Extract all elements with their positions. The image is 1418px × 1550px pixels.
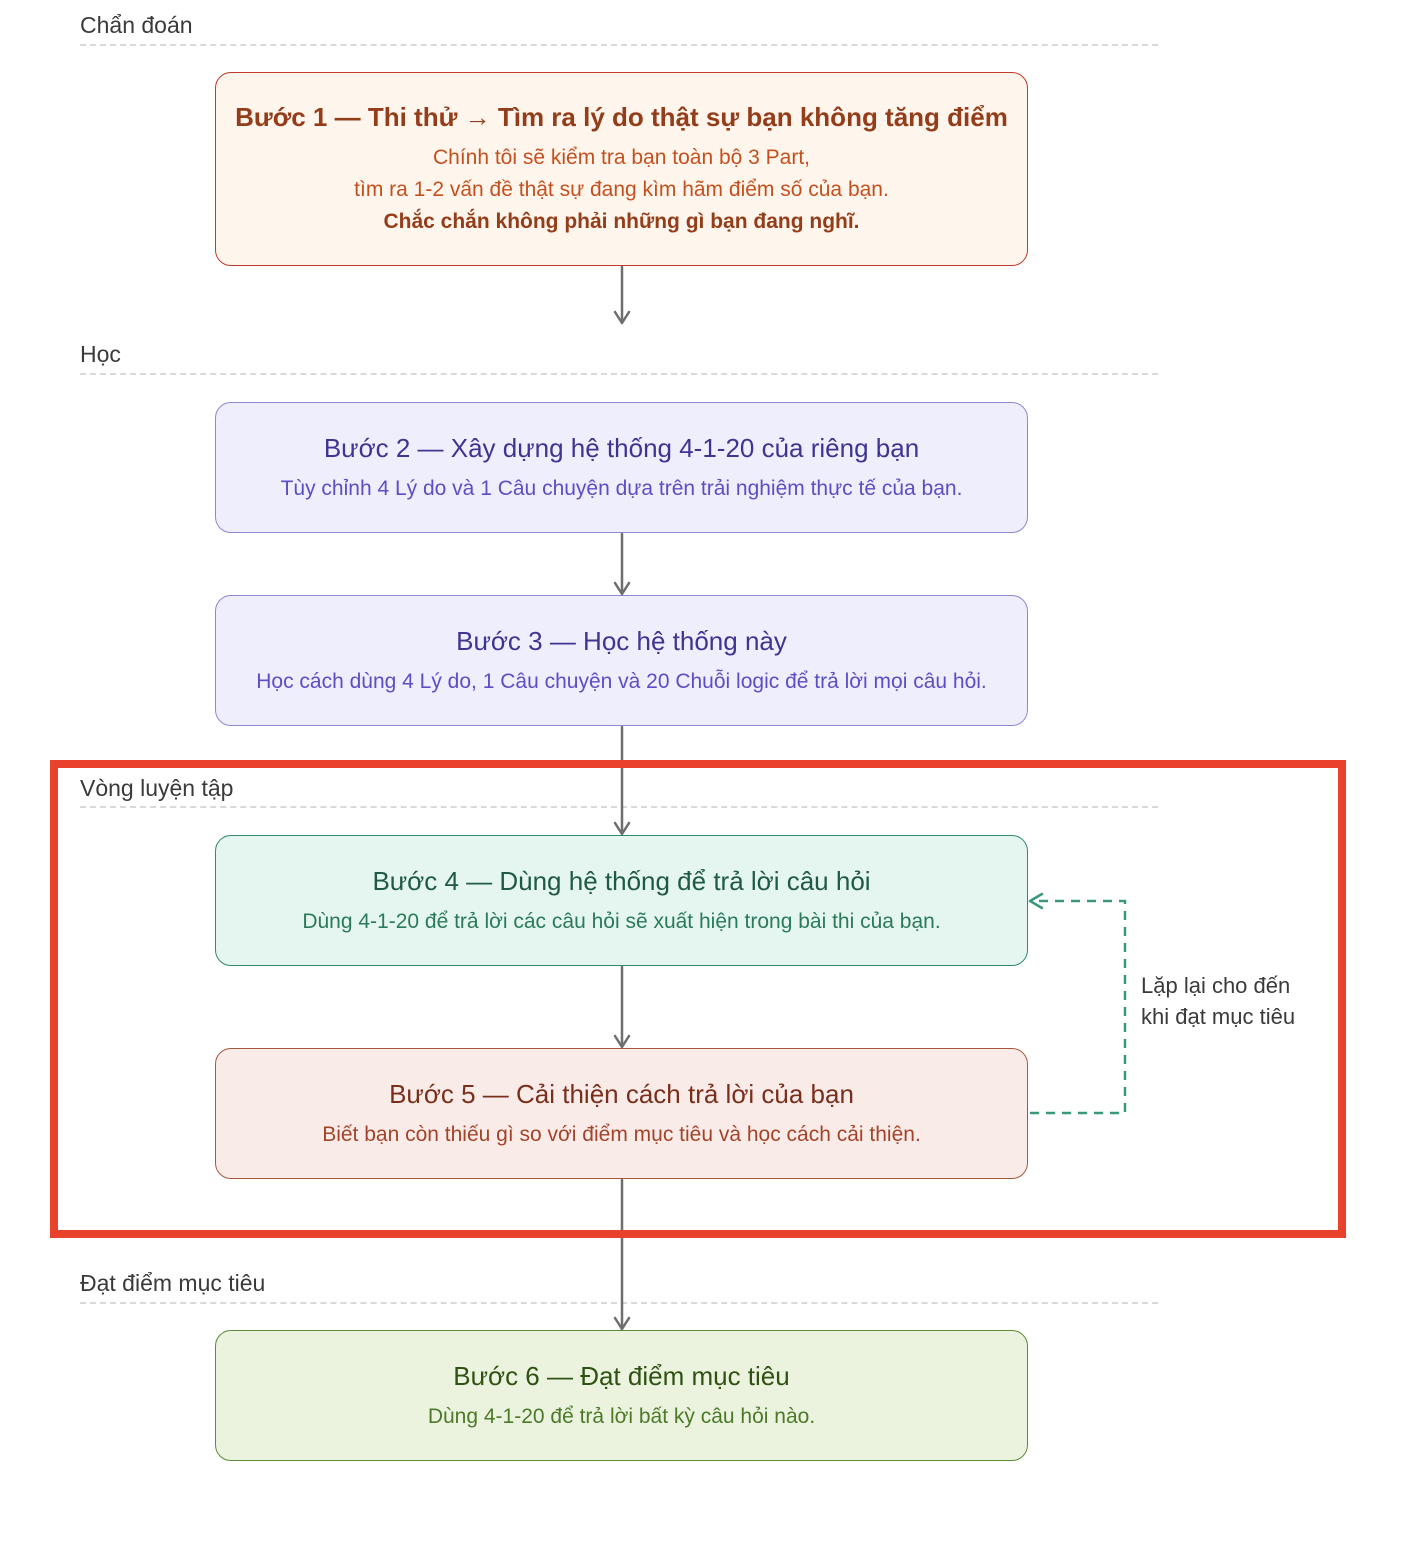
arrowhead-2-to-3 (613, 581, 631, 596)
step-2-title: Bước 2 — Xây dựng hệ thống 4-1-20 của ri… (323, 432, 920, 463)
step-1-line-2: tìm ra 1-2 vấn đề thật sự đang kìm hãm đ… (354, 178, 889, 201)
loop-label-line-1: Lặp lại cho đến (1141, 973, 1291, 998)
step-1-line-1: Chính tôi sẽ kiểm tra bạn toàn bộ 3 Part… (432, 146, 811, 169)
step-3-title: Bước 3 — Học hệ thống này (456, 625, 787, 656)
arrowhead-4-to-5 (613, 1034, 631, 1049)
section-divider-learn (80, 373, 1158, 375)
step-5-card: Bước 5 — Cải thiện cách trả lời của bạn … (215, 1048, 1028, 1179)
step-5-title: Bước 5 — Cải thiện cách trả lời của bạn (389, 1078, 854, 1109)
arrowhead-5-to-6 (613, 1316, 631, 1331)
step-5-line-1: Biết bạn còn thiếu gì so với điểm mục ti… (322, 1122, 921, 1146)
step-4-title: Bước 4 — Dùng hệ thống để trả lời câu hỏ… (372, 865, 871, 896)
step-4-card: Bước 4 — Dùng hệ thống để trả lời câu hỏ… (215, 835, 1028, 966)
loop-back-arrowhead (1028, 892, 1044, 910)
arrowhead-3-to-4 (613, 821, 631, 836)
step-3-line-1: Học cách dùng 4 Lý do, 1 Câu chuyện và 2… (256, 669, 987, 693)
section-divider-diagnosis (80, 44, 1158, 46)
step-2-card: Bước 2 — Xây dựng hệ thống 4-1-20 của ri… (215, 402, 1028, 533)
section-label-practice: Vòng luyện tập (80, 775, 234, 801)
section-divider-target (80, 1302, 1158, 1304)
step-3-card: Bước 3 — Học hệ thống này Học cách dùng … (215, 595, 1028, 726)
step-4-line-1: Dùng 4-1-20 để trả lời các câu hỏi sẽ xu… (302, 909, 941, 933)
section-label-diagnosis: Chẩn đoán (80, 12, 193, 38)
step-6-card: Bước 6 — Đạt điểm mục tiêu Dùng 4-1-20 đ… (215, 1330, 1028, 1461)
loop-back-arrow (1030, 899, 1127, 1115)
section-divider-practice (80, 806, 1158, 808)
loop-label: Lặp lại cho đến khi đạt mục tiêu (1141, 970, 1295, 1032)
step-1-line-3: Chắc chắn không phải những gì bạn đang n… (383, 210, 860, 233)
arrowhead-1-to-2 (613, 310, 631, 325)
section-label-learn: Học (80, 341, 121, 367)
step-1-card: Bước 1 — Thi thử → Tìm ra lý do thật sự … (215, 72, 1028, 266)
step-6-line-1: Dùng 4-1-20 để trả lời bất kỳ câu hỏi nà… (427, 1404, 816, 1428)
loop-label-line-2: khi đạt mục tiêu (1141, 1004, 1296, 1029)
step-6-title: Bước 6 — Đạt điểm mục tiêu (453, 1360, 790, 1391)
step-2-line-1: Tùy chỉnh 4 Lý do và 1 Câu chuyện dựa tr… (280, 476, 963, 500)
section-label-target: Đạt điểm mục tiêu (80, 1270, 266, 1296)
step-1-title: Bước 1 — Thi thử → Tìm ra lý do thật sự … (235, 102, 1008, 132)
